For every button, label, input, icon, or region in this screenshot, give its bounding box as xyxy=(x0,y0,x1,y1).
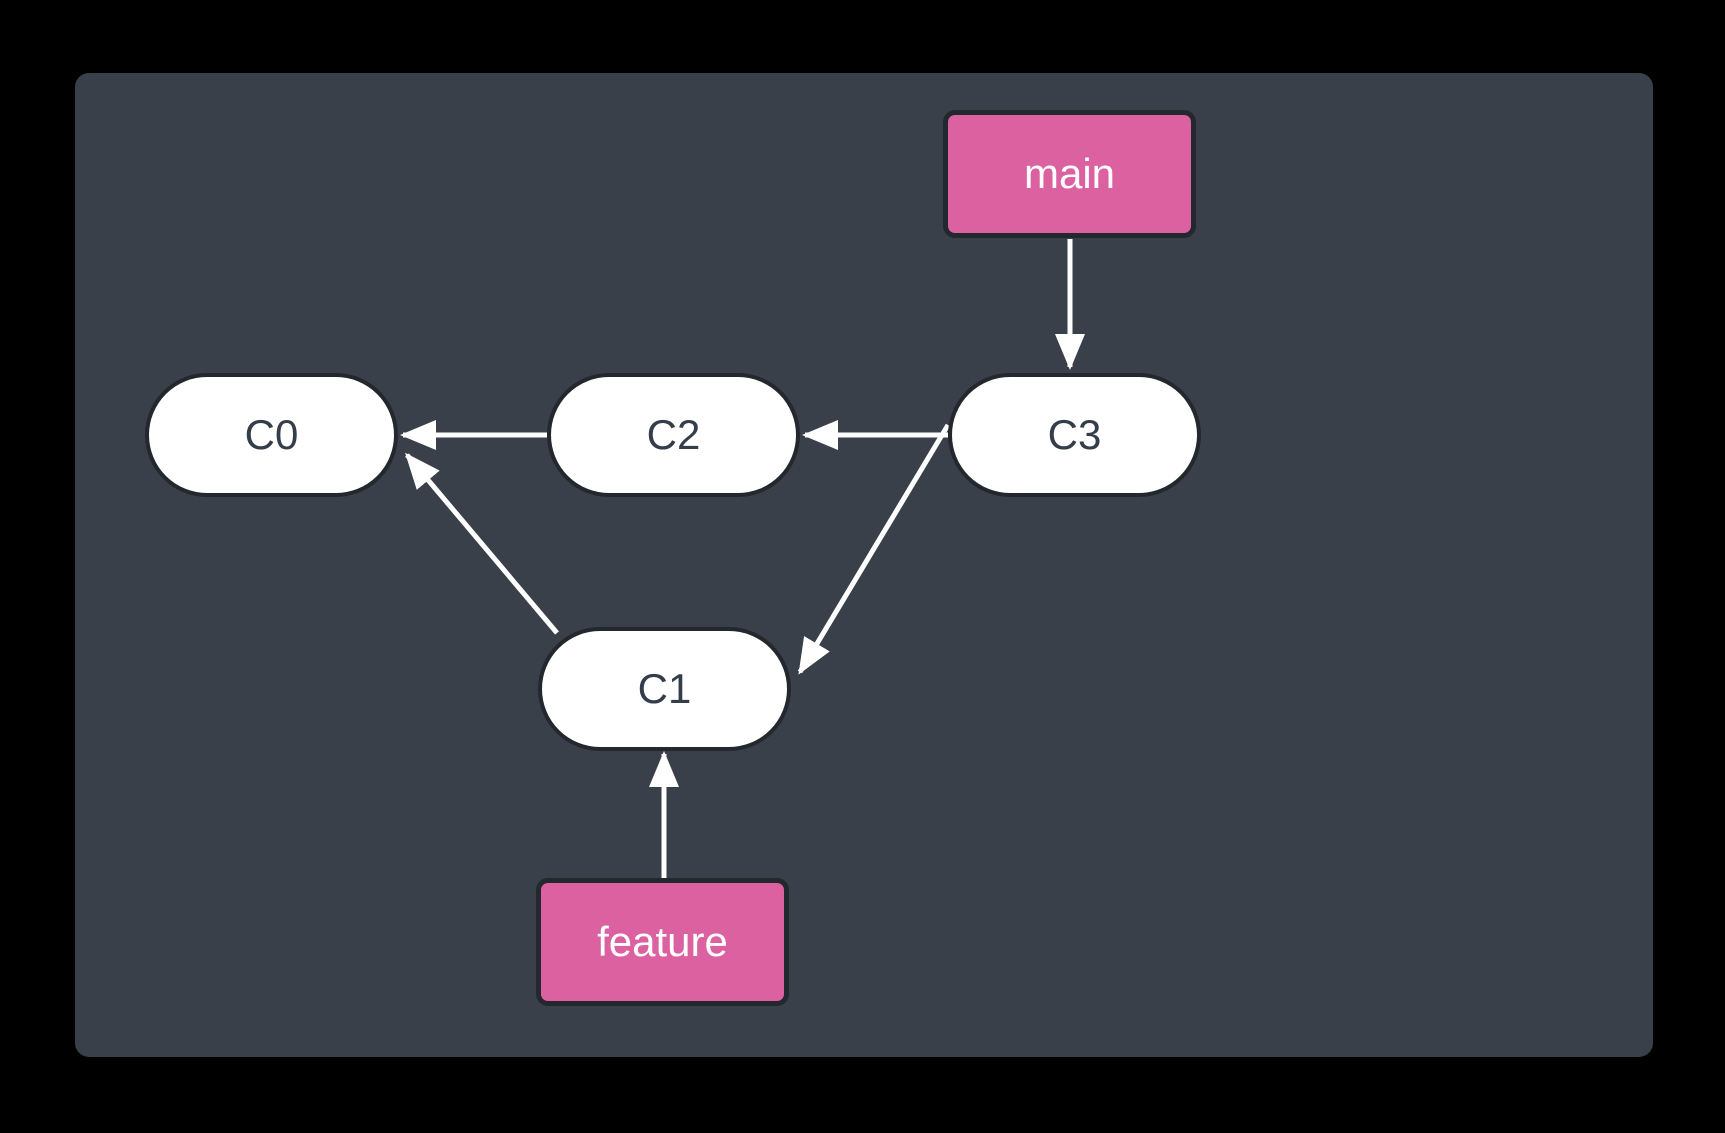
branch-label-feature: feature xyxy=(536,878,789,1006)
branch-label-main: main xyxy=(943,110,1196,238)
commit-node-c1-text: C1 xyxy=(637,665,692,712)
branch-label-main-text: main xyxy=(1023,150,1116,197)
diagram-panel: main C3 C2 C0 C1 feature xyxy=(75,73,1653,1057)
commit-node-c0-text: C0 xyxy=(244,411,299,458)
edges-layer xyxy=(400,239,1085,878)
commit-node-c1: C1 xyxy=(538,627,791,751)
commit-node-c2: C2 xyxy=(547,373,800,497)
commit-node-c3: C3 xyxy=(948,373,1201,497)
commit-node-c3-text: C3 xyxy=(1047,411,1102,458)
branch-label-feature-text: feature xyxy=(597,918,728,965)
edge-c1-to-c0 xyxy=(405,452,559,635)
commit-node-c0: C0 xyxy=(145,373,398,497)
edge-c3-to-c1 xyxy=(797,423,951,675)
commit-node-c2-text: C2 xyxy=(646,411,701,458)
